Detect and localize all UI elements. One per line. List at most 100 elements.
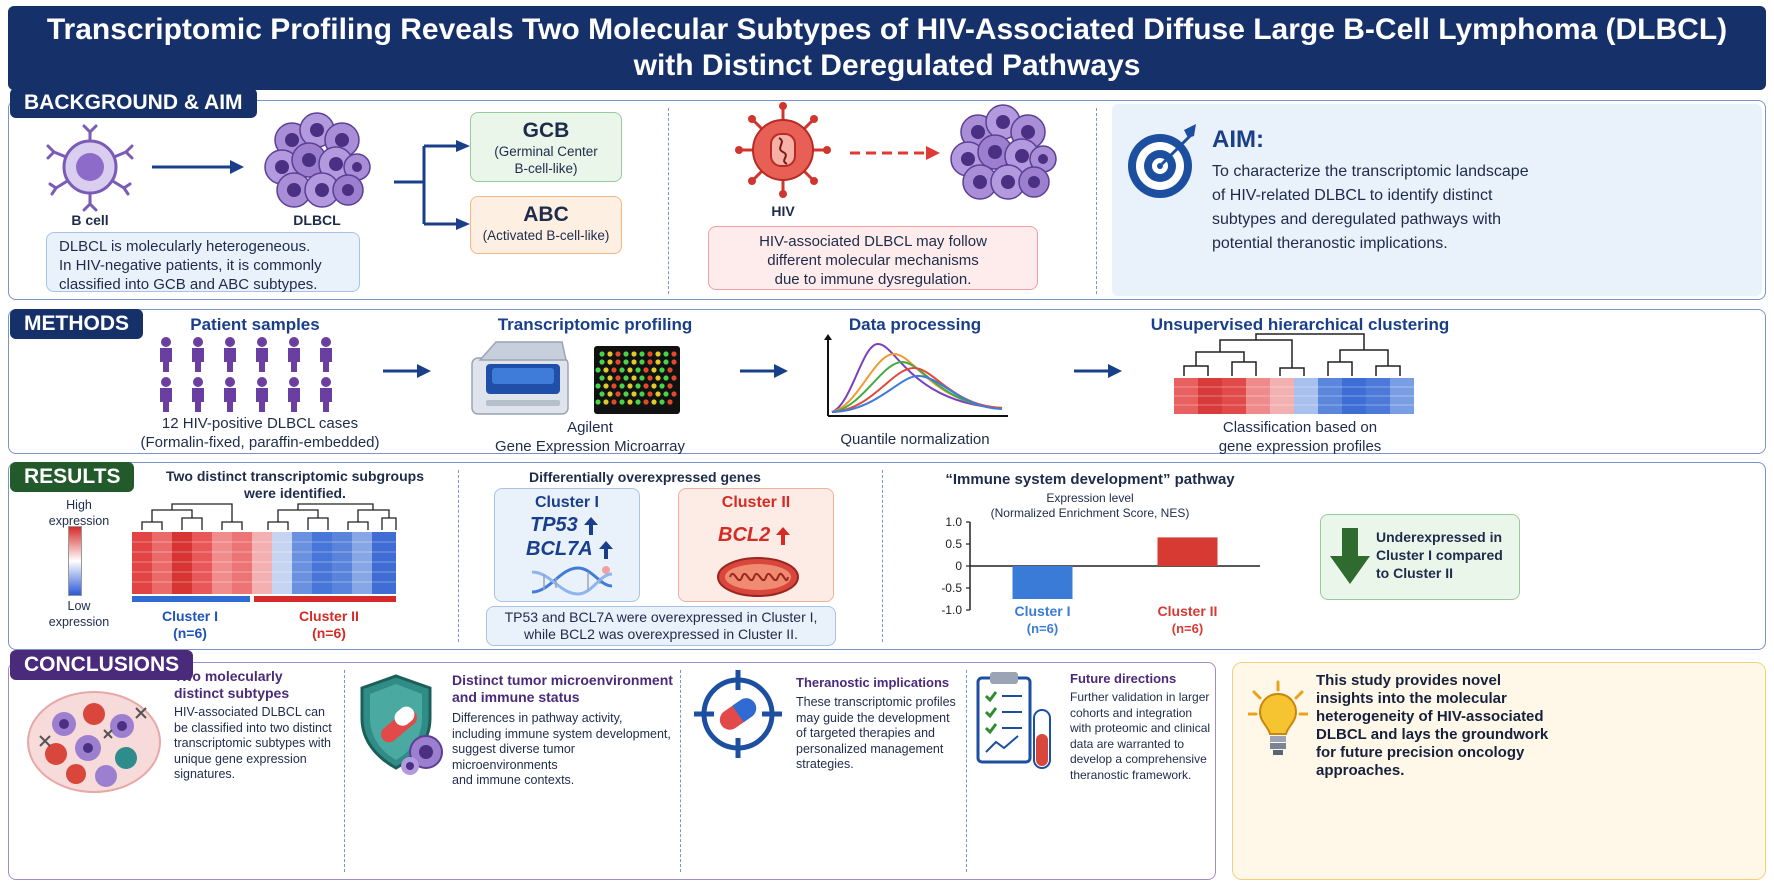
conclusion4-text-line: Further validation in larger bbox=[1070, 690, 1210, 704]
patient-samples-line: (Formalin-fixed, paraffin-embedded) bbox=[140, 434, 380, 451]
bar-cluster2 bbox=[1157, 537, 1218, 566]
conclusion3-text-line: may guide the development bbox=[796, 710, 950, 725]
final-statement-line: approaches. bbox=[1316, 762, 1405, 779]
abc-subtitle: (Activated B-cell-like) bbox=[482, 228, 610, 243]
conclusion2-text: Differences in pathway activity, includi… bbox=[452, 711, 674, 789]
conclusion4-text-line: theranostic framework. bbox=[1070, 767, 1192, 782]
arrow-bcell-dlbcl bbox=[152, 160, 244, 174]
conclusions-divider bbox=[680, 670, 681, 872]
conclusion4-title: Future directions bbox=[1070, 671, 1177, 686]
patient-samples-line: 12 HIV-positive DLBCL cases bbox=[161, 415, 359, 432]
cluster1-label: Cluster I (n=6) bbox=[160, 608, 220, 642]
clustering-text: Classification based on gene expression … bbox=[1150, 418, 1450, 456]
patient-samples-text: 12 HIV-positive DLBCL cases (Formalin-fi… bbox=[110, 414, 410, 452]
conclusion2-text-line: including immune system development, bbox=[452, 726, 671, 741]
transcriptomic-profiling-line: Agilent bbox=[567, 419, 613, 436]
conclusion4-text-line: develop a comprehensive bbox=[1070, 752, 1207, 766]
transcriptomic-profiling-line: Gene Expression Microarray bbox=[494, 438, 686, 455]
results-label: RESULTS bbox=[10, 462, 135, 492]
methods-arrow bbox=[740, 364, 788, 378]
underexpressed-line: Underexpressed in bbox=[1376, 529, 1503, 545]
patient-samples-title: Patient samples bbox=[190, 315, 320, 334]
genes-note-line: while BCL2 was overexpressed in Cluster … bbox=[524, 626, 798, 642]
final-statement-line: DLBCL and lays the groundwork bbox=[1316, 726, 1549, 743]
conclusion3-title: Theranostic implications bbox=[796, 675, 950, 690]
background-divider bbox=[668, 108, 669, 294]
up-arrow-icon bbox=[598, 540, 613, 559]
results-divider bbox=[458, 470, 459, 642]
conclusion1-title-line: Two molecularly bbox=[174, 668, 283, 684]
data-processing-text: Quantile normalization bbox=[840, 431, 990, 448]
normalization-curves-icon bbox=[824, 334, 1008, 417]
conclusion2-title-line: and immune status bbox=[452, 689, 580, 705]
gene-tp53-row: TP53 bbox=[530, 514, 598, 537]
hiv-virus-icon bbox=[735, 102, 831, 198]
b-cell-icon bbox=[46, 124, 134, 212]
conclusion2-text-line: and immune contexts. bbox=[452, 773, 575, 787]
methods-label: METHODS bbox=[10, 309, 143, 339]
expression-color-scale bbox=[68, 526, 82, 596]
conclusion2-title: Distinct tumor microenvironment and immu… bbox=[452, 672, 673, 706]
results-heatmap bbox=[132, 503, 397, 602]
up-arrow-icon bbox=[776, 526, 791, 545]
hiv-label: HIV bbox=[771, 203, 795, 219]
shield-icon bbox=[360, 674, 443, 775]
final-statement-line: for future precision oncology bbox=[1316, 744, 1525, 761]
dna-icon bbox=[531, 566, 613, 596]
gcb-subtitle: (Germinal Center bbox=[494, 144, 598, 159]
final-statement-line: insights into the molecular bbox=[1316, 690, 1507, 707]
clipboard-test-tube-icon bbox=[976, 672, 1051, 769]
cluster2-name: Cluster II bbox=[299, 608, 359, 624]
legend-low-label: Low expression bbox=[44, 598, 114, 630]
conclusion3-text-line: strategies. bbox=[796, 757, 854, 771]
y-tick-label: -1.0 bbox=[941, 603, 962, 617]
conclusion1-text-line: be classified into two distinct bbox=[174, 720, 332, 735]
hiv-note-line: different molecular mechanisms bbox=[767, 252, 979, 269]
cluster1-genes-title: Cluster I bbox=[534, 494, 599, 511]
methods-arrow bbox=[383, 364, 431, 378]
pathway-subtitle: Expression level (Normalized Enrichment … bbox=[980, 491, 1200, 521]
conclusion4-text-line: data are warranted to bbox=[1070, 736, 1185, 751]
underexpressed-text: Underexpressed in Cluster I compared to … bbox=[1376, 528, 1516, 582]
up-arrow-icon bbox=[583, 516, 598, 535]
conclusion1-text: HIV-associated DLBCL can be classified i… bbox=[174, 705, 344, 783]
final-statement-line: heterogeneity of HIV-associated bbox=[1316, 708, 1544, 725]
branch-arrows bbox=[394, 140, 470, 230]
legend-low-line: Low bbox=[67, 599, 91, 613]
underexpressed-line: to Cluster II bbox=[1376, 565, 1454, 581]
underexpressed-line: Cluster I compared bbox=[1376, 547, 1503, 563]
transcriptomic-profiling-text: Agilent Gene Expression Microarray bbox=[460, 418, 720, 456]
data-processing-title: Data processing bbox=[848, 315, 982, 334]
heatmap-title-line: were identified. bbox=[244, 485, 346, 501]
cluster1-n: (n=6) bbox=[173, 625, 207, 641]
conclusion3-text-line: of targeted therapies and bbox=[796, 726, 935, 740]
patient-figures-icon bbox=[160, 337, 332, 412]
conclusion3-text-line: personalized management bbox=[796, 741, 944, 756]
dlbcl-note-line: classified into GCB and ABC subtypes. bbox=[59, 276, 318, 293]
cluster2-label: Cluster II (n=6) bbox=[296, 608, 362, 642]
b-cell-label: B cell bbox=[71, 212, 109, 228]
conclusion1-title-line: distinct subtypes bbox=[174, 685, 290, 701]
conclusion2-title-line: Distinct tumor microenvironment bbox=[452, 672, 673, 688]
cluster1-name: Cluster I bbox=[161, 608, 218, 624]
background-divider bbox=[1096, 108, 1097, 294]
title-line-2: with Distinct Deregulated Pathways bbox=[633, 49, 1141, 82]
mitochondrion-icon bbox=[717, 557, 799, 597]
abc-box: ABC (Activated B-cell-like) bbox=[470, 196, 622, 254]
down-arrow-icon bbox=[1330, 528, 1370, 584]
x-category-n: (n=6) bbox=[1027, 621, 1058, 636]
heatmap-title: Two distinct transcriptomic subgroups we… bbox=[150, 468, 440, 502]
hiv-note-box: HIV-associated DLBCL may follow differen… bbox=[708, 226, 1038, 290]
gene-bcl2: BCL2 bbox=[718, 524, 771, 546]
title-banner: Transcriptomic Profiling Reveals Two Mol… bbox=[8, 6, 1766, 90]
conclusions-label: CONCLUSIONS bbox=[10, 650, 194, 680]
microarray-chip-icon bbox=[594, 346, 680, 414]
conclusion1-text-line: HIV-associated DLBCL can bbox=[174, 705, 326, 719]
cluster2-genes-title: Cluster II bbox=[721, 494, 791, 511]
pathway-subtitle-line: Expression level bbox=[1046, 491, 1134, 505]
legend-high-line: High bbox=[66, 498, 92, 512]
aim-panel bbox=[1112, 104, 1762, 296]
clustering-title: Unsupervised hierarchical clustering bbox=[1150, 315, 1450, 334]
conclusion4-text: Further validation in larger cohorts and… bbox=[1070, 690, 1212, 783]
title-line-1: Transcriptomic Profiling Reveals Two Mol… bbox=[46, 13, 1728, 46]
